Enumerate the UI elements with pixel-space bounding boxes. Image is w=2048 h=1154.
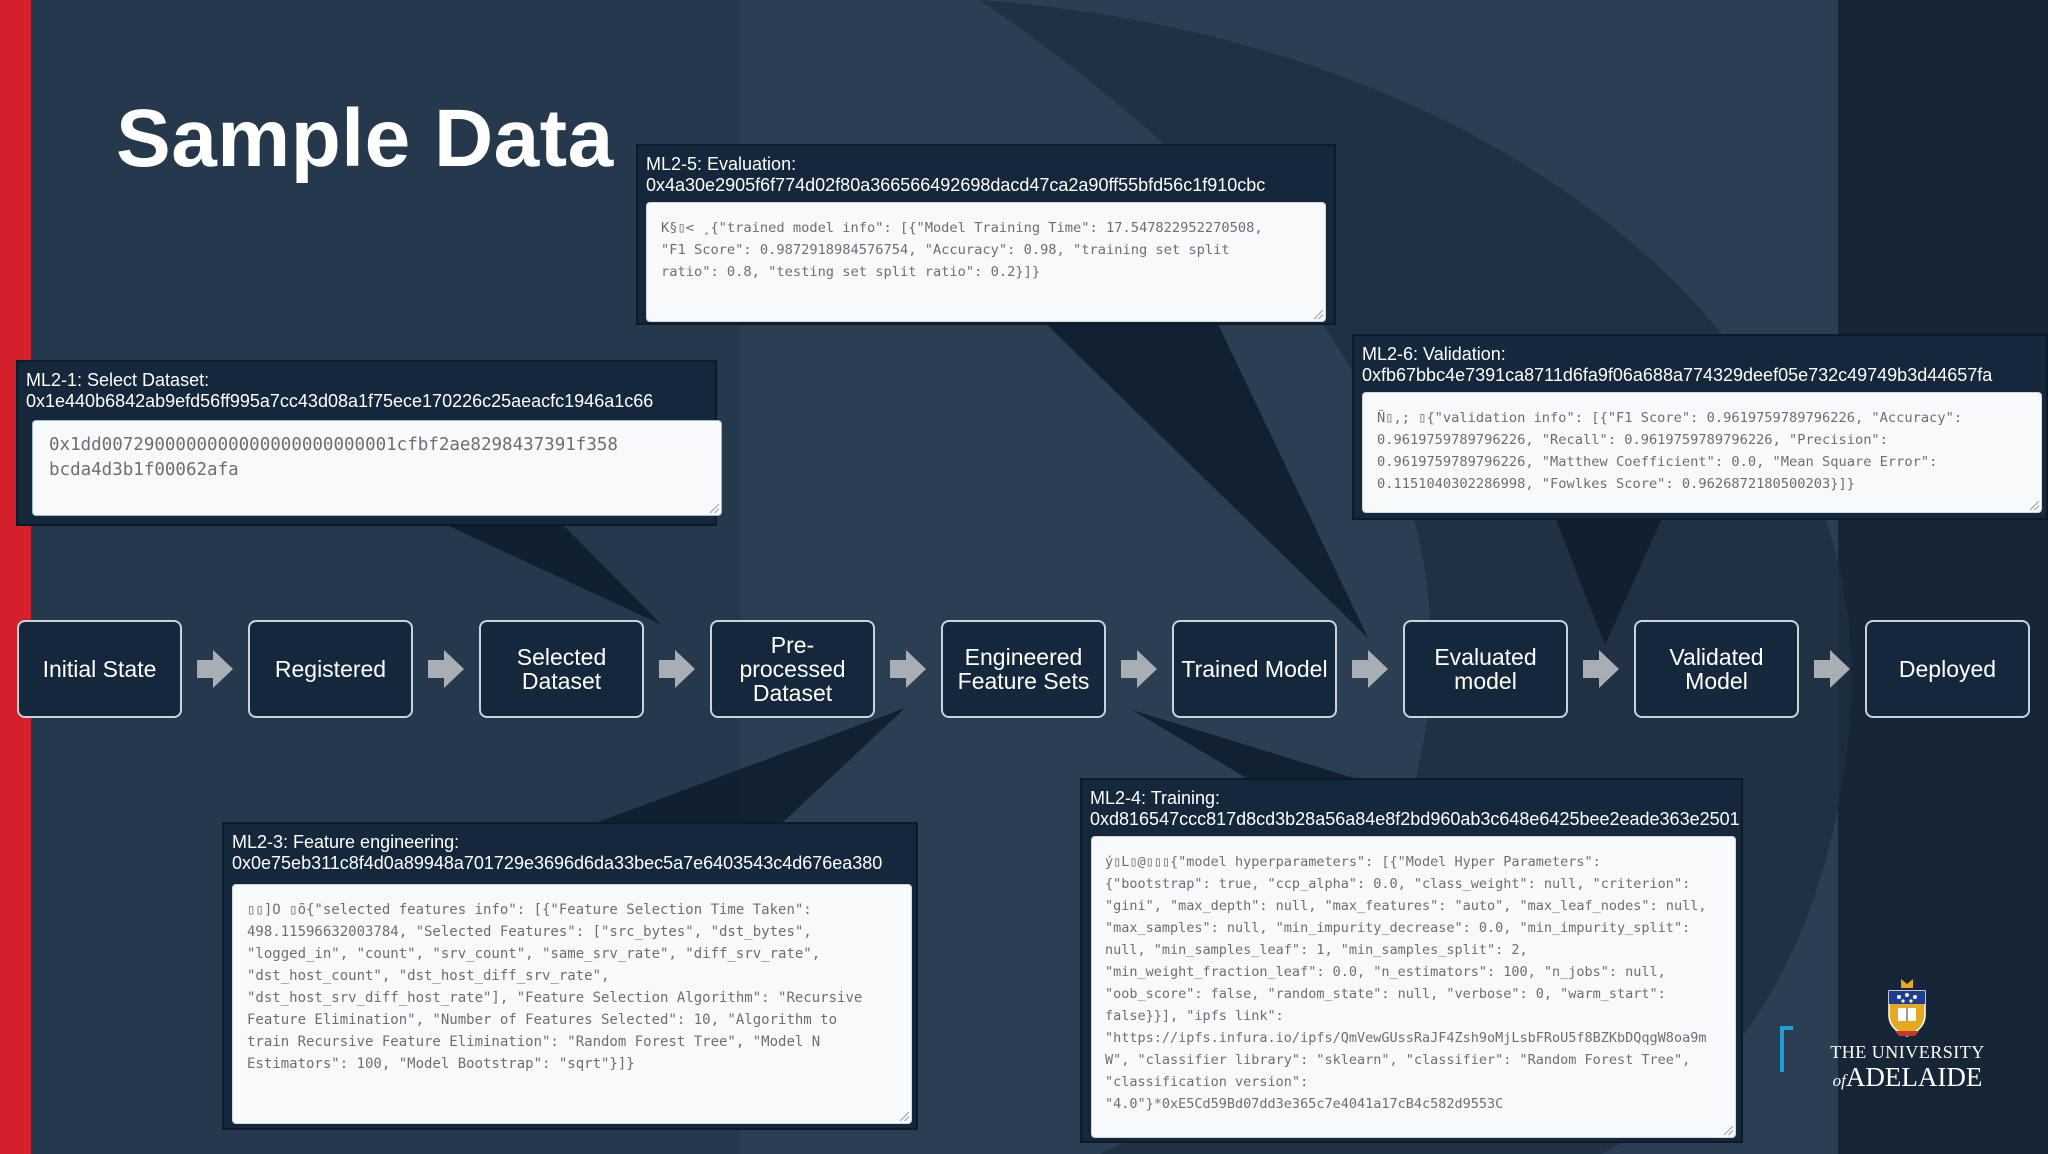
logo-line-university: THE UNIVERSITY (1830, 1042, 1985, 1062)
arrow-right-icon (1583, 650, 1619, 688)
stage-label: Deployed (1898, 656, 1997, 682)
stage-deployed[interactable]: Deployed (1865, 620, 2030, 718)
panel-select-dataset: ML2-1: Select Dataset: 0x1e440b6842ab9ef… (16, 360, 722, 526)
panel-label: ML2-4: Training: (1090, 788, 1221, 808)
slide-title: Sample Data (116, 93, 614, 184)
stage-initial-state[interactable]: Initial State (17, 620, 182, 718)
stage-validated-model[interactable]: Validated Model (1634, 620, 1799, 718)
logo-line-adelaide: ofADELAIDE (1820, 1062, 1995, 1093)
panel-label: ML2-3: Feature engineering: (232, 832, 460, 852)
stage-trained-model[interactable]: Trained Model (1172, 620, 1337, 718)
panel-label: ML2-6: Validation: (1362, 344, 1506, 364)
arrow-right-icon (1352, 650, 1388, 688)
stage-label: Trained Model (1181, 656, 1328, 682)
panel-hash: 0x0e75eb311c8f4d0a89948a701729e3696d6da3… (232, 853, 883, 873)
arrow-right-icon (197, 650, 233, 688)
university-logo: THE UNIVERSITY ofADELAIDE (1820, 975, 1995, 1095)
panel-hash: 0xd816547ccc817d8cd3b28a56a84e8f2bd960ab… (1090, 809, 1740, 829)
logo-of: of (1832, 1071, 1846, 1090)
bracket-mark (1780, 1026, 1793, 1072)
dataset-textarea[interactable]: 0x1dd0072900000000000000000000001cfbf2ae… (32, 420, 722, 516)
stage-selected-dataset[interactable]: Selected Dataset (479, 620, 644, 718)
panel-label: ML2-5: Evaluation: (646, 154, 797, 174)
arrow-right-icon (890, 650, 926, 688)
arrow-right-icon (1814, 650, 1850, 688)
panel-feature-engineering: ML2-3: Feature engineering: 0x0e75eb311c… (222, 822, 918, 1130)
stage-label: Evaluated model (1434, 644, 1537, 694)
panel-label: ML2-1: Select Dataset: (26, 370, 210, 390)
panel-hash: 0x4a30e2905f6f774d02f80a366566492698dacd… (646, 175, 1266, 195)
stage-label: Engineered Feature Sets (957, 644, 1090, 694)
panel-hash: 0x1e440b6842ab9efd56ff995a7cc43d08a1f75e… (26, 391, 654, 411)
stage-label: Selected Dataset (516, 644, 607, 694)
arrow-right-icon (1121, 650, 1157, 688)
panel-training: ML2-4: Training: 0xd816547ccc817d8cd3b28… (1080, 778, 1743, 1143)
stage-preprocessed-dataset[interactable]: Pre- processed Dataset (710, 620, 875, 718)
panel-validation: ML2-6: Validation: 0xfb67bbc4e7391ca8711… (1352, 334, 2048, 520)
arrow-right-icon (428, 650, 464, 688)
stage-engineered-feature-sets[interactable]: Engineered Feature Sets (941, 620, 1106, 718)
stage-label: Pre- processed Dataset (739, 632, 846, 706)
stage-label: Validated Model (1669, 644, 1764, 694)
panel-evaluation: ML2-5: Evaluation: 0x4a30e2905f6f774d02f… (636, 144, 1336, 325)
training-textarea[interactable]: ý▯L▯@▯▯▯{"model hyperparameters": [{"Mod… (1091, 836, 1736, 1138)
logo-adelaide: ADELAIDE (1845, 1062, 1983, 1092)
stage-label: Registered (274, 656, 387, 682)
validation-textarea[interactable]: Ñ▯,; ▯{"validation info": [{"F1 Score": … (1362, 392, 2042, 513)
crest-icon (1888, 979, 1926, 1037)
evaluation-textarea[interactable]: K§▯< ¸{"trained model info": [{"Model Tr… (646, 202, 1326, 322)
panel-hash: 0xfb67bbc4e7391ca8711d6fa9f06a688a774329… (1362, 365, 1993, 385)
features-textarea[interactable]: ▯▯]O ▯õ{"selected features info": [{"Fea… (232, 884, 912, 1124)
stage-registered[interactable]: Registered (248, 620, 413, 718)
stage-label: Initial State (42, 656, 157, 682)
accent-red-bar (0, 0, 31, 1154)
stage-evaluated-model[interactable]: Evaluated model (1403, 620, 1568, 718)
arrow-right-icon (659, 650, 695, 688)
